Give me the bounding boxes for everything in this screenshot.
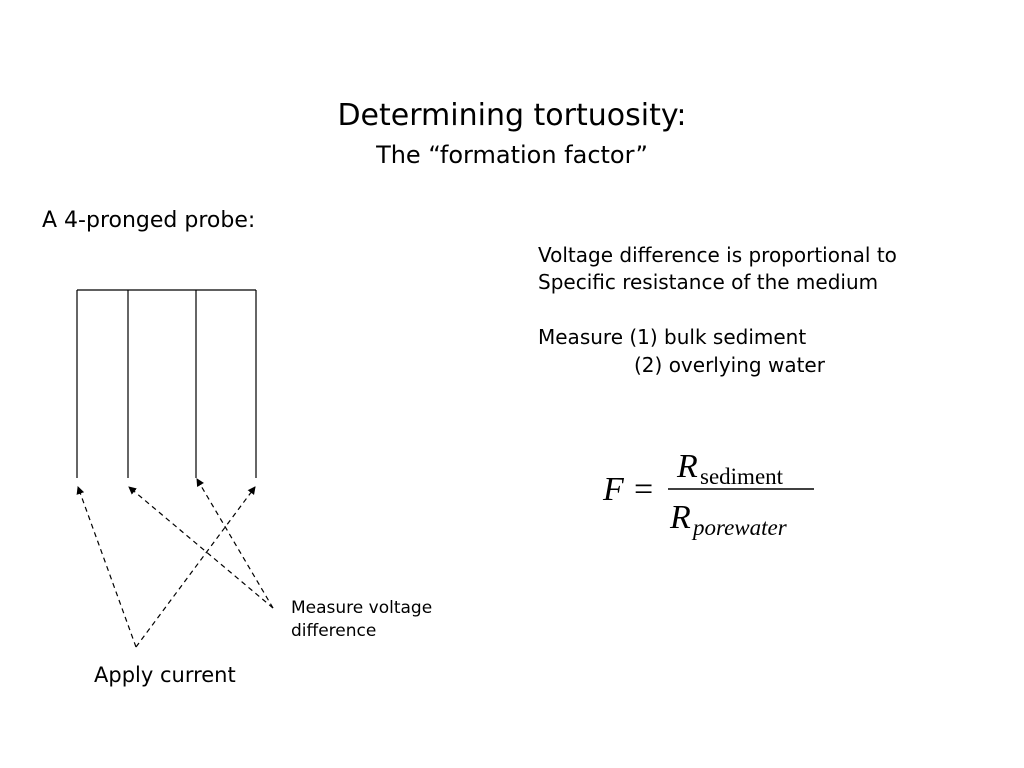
denominator-subscript: porewater bbox=[691, 515, 788, 540]
voltage-line-2: Specific resistance of the medium bbox=[538, 270, 879, 294]
measure-voltage-label-line-1: Measure voltage bbox=[291, 598, 433, 618]
voltage-description: Voltage difference is proportional to Sp… bbox=[538, 242, 897, 296]
numerator-subscript: sediment bbox=[700, 464, 784, 489]
voltage-arrow-to-prong-2 bbox=[128, 486, 274, 609]
numerator-symbol: R bbox=[676, 448, 698, 485]
probe-heading: A 4-pronged probe: bbox=[42, 208, 256, 233]
current-arrow-to-prong-4 bbox=[135, 486, 256, 648]
slide-title: Determining tortuosity: bbox=[337, 98, 687, 133]
denominator-symbol: R bbox=[669, 499, 691, 536]
current-arrow-to-prong-1 bbox=[76, 486, 137, 648]
equation-equals-sign: = bbox=[634, 471, 653, 508]
voltage-line-1: Voltage difference is proportional to bbox=[538, 243, 897, 267]
measure-line-2: (2) overlying water bbox=[634, 353, 825, 377]
current-arrows bbox=[76, 486, 256, 648]
probe-frame bbox=[76, 289, 257, 478]
equation-lhs: F bbox=[602, 471, 625, 508]
slide-subtitle: The “formation factor” bbox=[376, 141, 648, 169]
measure-voltage-label: Measure voltage difference bbox=[291, 597, 432, 643]
measure-line-1: Measure (1) bulk sediment bbox=[538, 325, 807, 349]
voltage-arrow-to-prong-3 bbox=[196, 478, 274, 609]
voltage-arrows bbox=[128, 478, 274, 609]
measure-voltage-label-line-2: difference bbox=[291, 621, 377, 641]
apply-current-label: Apply current bbox=[94, 663, 236, 687]
